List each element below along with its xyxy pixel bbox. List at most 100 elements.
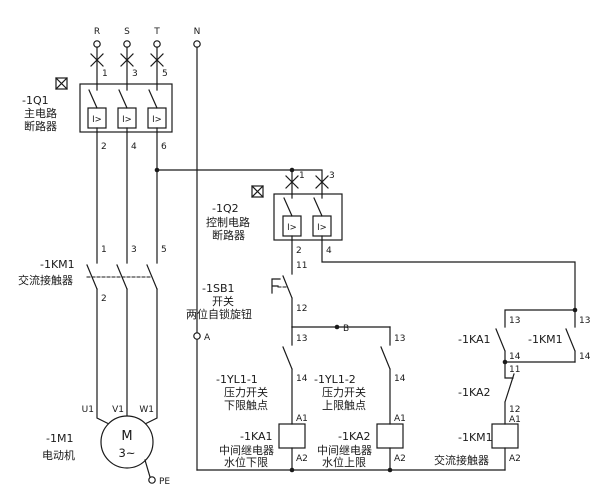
phase-label-n: N <box>194 27 201 37</box>
yl1-pressure-switch: 13 14 -1YL1-1 压力开关 下限触点 <box>216 326 308 425</box>
q2-contact-symbols <box>283 193 323 241</box>
q1-terminal-6: 6 <box>161 142 167 152</box>
q2-desc-2: 断路器 <box>212 228 245 242</box>
wire <box>96 46 158 85</box>
ka2-contact-ref: -1KA2 <box>458 386 491 399</box>
q2-release-box-1 <box>282 215 302 237</box>
node-b-label: B <box>343 324 349 334</box>
node-b-dot <box>334 324 340 330</box>
connection-cross-icon <box>285 175 329 189</box>
q1-terminal-5: 5 <box>162 69 168 79</box>
terminal-circle-s <box>123 40 131 48</box>
node-a-circle <box>193 332 201 340</box>
q1-release-symbol-3: I> <box>152 115 162 125</box>
ka1-coil-ref: -1KA1 <box>240 430 273 443</box>
q2-ref: -1Q2 <box>212 202 239 215</box>
incoming-phase-wires: 1 3 5 <box>90 46 168 85</box>
km1-coil-box <box>491 423 519 449</box>
q2-release-symbol-2: I> <box>317 223 327 233</box>
km1-terminal-1: 1 <box>101 245 107 255</box>
motor-terminal-w1: W1 <box>139 405 154 415</box>
wire <box>156 169 323 195</box>
km1-terminal-3: 3 <box>131 245 137 255</box>
km1-main-desc: 交流接触器 <box>18 273 73 287</box>
q2-release-box-2 <box>312 215 332 237</box>
sb1-switch: 11 12 -1SB1 开关 两位自锁旋钮 <box>186 239 307 328</box>
km1-contact-symbol <box>565 328 576 363</box>
motor-circle <box>100 415 154 469</box>
yl2-terminal-14: 14 <box>394 374 406 384</box>
sb1-latch-icon <box>271 278 281 294</box>
pe-label: PE <box>159 477 170 487</box>
yl2-terminal-13: 13 <box>394 334 405 344</box>
junction-dot <box>289 467 295 473</box>
yl2-ref: -1YL1-2 <box>314 373 356 386</box>
junction-dot <box>572 307 578 313</box>
node-a-label: A <box>204 333 211 343</box>
q1-release-box-2 <box>117 107 137 129</box>
phase-label-r: R <box>94 27 100 37</box>
km1-terminal-5: 5 <box>161 245 167 255</box>
q1-breaker: I> I> I> -1Q1 主电路 断路器 2 4 6 <box>22 77 173 152</box>
ka1-terminal-a1: A1 <box>296 414 308 424</box>
q1-contact-symbols <box>88 83 158 133</box>
junction-dot <box>387 467 393 473</box>
wire <box>96 131 158 264</box>
ka1-contact-terminal-14: 14 <box>509 352 521 362</box>
ka2-coil-box <box>376 423 404 449</box>
q1-operator-icon <box>55 77 68 90</box>
yl2-contact-symbol <box>380 326 391 425</box>
km1-main-ref: -1KM1 <box>40 258 75 271</box>
sb1-terminal-11: 11 <box>296 261 307 271</box>
terminal-circle-n <box>193 40 201 48</box>
q2-outline <box>273 193 343 241</box>
ka2-contact-symbol <box>504 361 515 425</box>
q1-desc-1: 主电路 <box>24 107 57 120</box>
ka1-terminal-a2: A2 <box>296 454 308 464</box>
ka1-relay-coil: A1 A2 -1KA1 中间继电器 水位下限 <box>219 414 308 471</box>
q1-release-box-3 <box>147 107 167 129</box>
motor-letter: M <box>121 429 132 444</box>
q1-ref: -1Q1 <box>22 94 49 107</box>
km1-contact-ref: -1KM1 <box>528 333 563 346</box>
ka1-contact-symbol <box>495 328 506 363</box>
ka1-coil-desc-2: 水位下限 <box>224 455 268 469</box>
yl1-ref: -1YL1-1 <box>216 373 258 386</box>
motor-branch: U1 V1 W1 M 3~ -1M1 电动机 PE <box>42 288 170 487</box>
q1-terminal-3: 3 <box>132 69 138 79</box>
motor-terminal-v1: V1 <box>112 405 124 415</box>
motor-desc: 电动机 <box>42 448 75 462</box>
sb1-ref: -1SB1 <box>202 282 235 295</box>
ka2-nc-contact: 11 12 -1KA2 <box>458 361 520 425</box>
q2-release-symbol-1: I> <box>287 223 297 233</box>
km1-contact-terminal-14: 14 <box>579 352 591 362</box>
q2-operator-cross-icon <box>251 185 264 198</box>
q2-desc-1: 控制电路 <box>206 215 250 229</box>
km1-contact-terminal-13: 13 <box>579 316 590 326</box>
yl2-pressure-switch: 13 14 -1YL1-2 压力开关 上限触点 <box>314 326 406 425</box>
connection-cross-icon <box>90 53 164 67</box>
ka2-terminal-a2: A2 <box>394 454 406 464</box>
ka1-coil-desc-1: 中间继电器 <box>219 444 274 457</box>
ka2-contact-terminal-11: 11 <box>509 365 520 375</box>
sb1-terminal-12: 12 <box>296 304 307 314</box>
km1-coil-terminal-a1: A1 <box>509 415 521 425</box>
q2-terminal-4: 4 <box>326 246 332 256</box>
q1-release-symbol-2: I> <box>122 115 132 125</box>
km1-coil-desc: 交流接触器 <box>434 453 489 467</box>
contactor-branch-feed <box>321 239 578 328</box>
ka2-contact-terminal-12: 12 <box>509 405 520 415</box>
yl1-contact-symbol <box>282 326 293 425</box>
motor-terminal-u1: U1 <box>82 405 94 415</box>
q1-operator-cross-icon <box>55 77 68 90</box>
ka2-relay-coil: A1 A2 -1KA2 中间继电器 水位上限 <box>317 414 406 471</box>
node-b-rail: B <box>291 324 391 334</box>
junction-dot <box>289 167 295 173</box>
motor-ref: -1M1 <box>46 432 73 445</box>
return-rail <box>196 467 506 473</box>
yl1-terminal-13: 13 <box>296 334 307 344</box>
ka1-contact-ref: -1KA1 <box>458 333 491 346</box>
phase-label-s: S <box>124 27 130 37</box>
q1-release-symbol-1: I> <box>92 115 102 125</box>
km1-main-contacts: 1 3 5 2 -1KM1 交流接触器 <box>18 245 167 304</box>
